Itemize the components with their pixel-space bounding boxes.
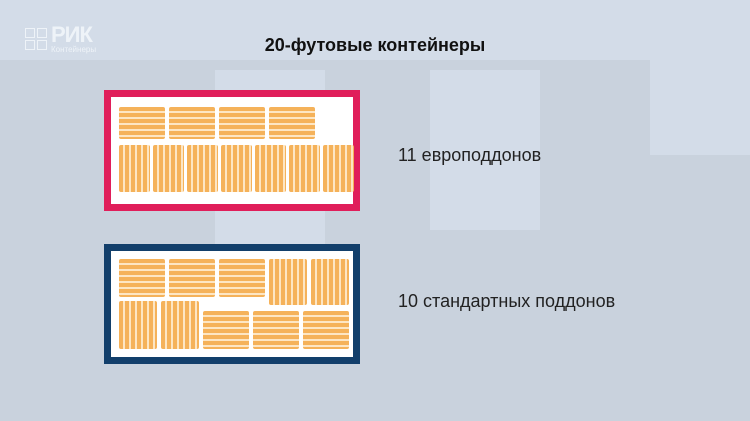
logo-sub: Контейнеры bbox=[51, 45, 97, 54]
container-euro-pallets bbox=[104, 90, 360, 211]
logo: РИК Контейнеры bbox=[25, 24, 96, 54]
door-icon bbox=[358, 293, 365, 321]
logo-main: РИК bbox=[51, 22, 93, 47]
container-standard-pallets bbox=[104, 244, 360, 364]
door-icon bbox=[358, 139, 365, 167]
page-title: 20-футовые контейнеры bbox=[264, 35, 486, 55]
label-standard-pallets: 10 стандартных поддонов bbox=[398, 291, 616, 311]
label-euro-pallets: 11 европоддонов bbox=[398, 145, 542, 165]
logo-grid-icon bbox=[25, 28, 47, 50]
